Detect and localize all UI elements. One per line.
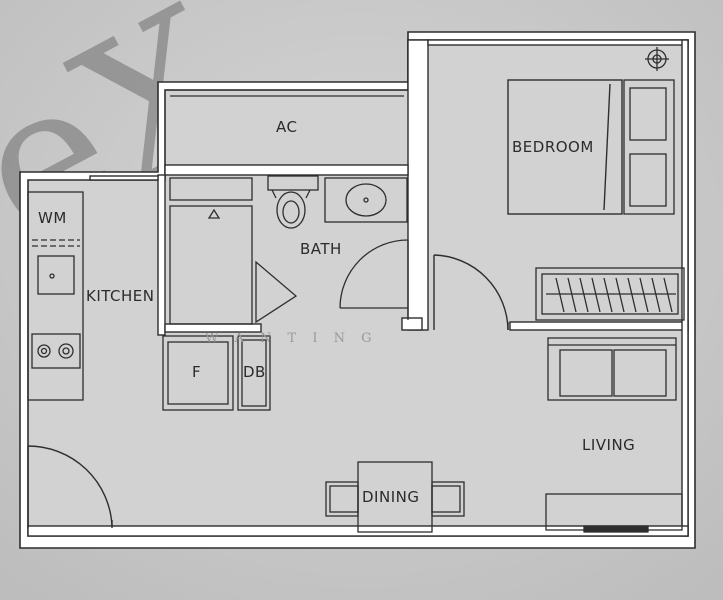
bedside-cabinets xyxy=(623,79,675,215)
ceiling-light-icon xyxy=(645,47,669,71)
tv-console xyxy=(545,493,683,533)
room-label-dining: DINING xyxy=(362,488,419,506)
room-label-bedroom: BEDROOM xyxy=(512,138,594,156)
room-label-living: LIVING xyxy=(582,436,635,454)
watermark-overlay-text: W A N T I N G xyxy=(205,331,378,346)
wardrobe xyxy=(535,267,685,321)
bath-fixtures xyxy=(169,175,409,325)
kitchen-counter xyxy=(27,191,84,401)
room-label-kitchen: KITCHEN xyxy=(86,287,155,305)
bed xyxy=(507,79,623,215)
ac-ledge xyxy=(165,89,408,97)
dining-table xyxy=(325,461,465,533)
fridge-db-block xyxy=(162,335,271,411)
sofa xyxy=(547,337,677,401)
room-label-fridge: F xyxy=(192,363,201,381)
bedroom-door xyxy=(433,254,509,331)
room-label-bath: BATH xyxy=(300,240,342,258)
room-label-db: DB xyxy=(243,363,266,381)
room-label-wm: WM xyxy=(38,209,67,227)
room-label-ac: AC xyxy=(276,118,297,136)
entrance-door xyxy=(27,445,113,528)
